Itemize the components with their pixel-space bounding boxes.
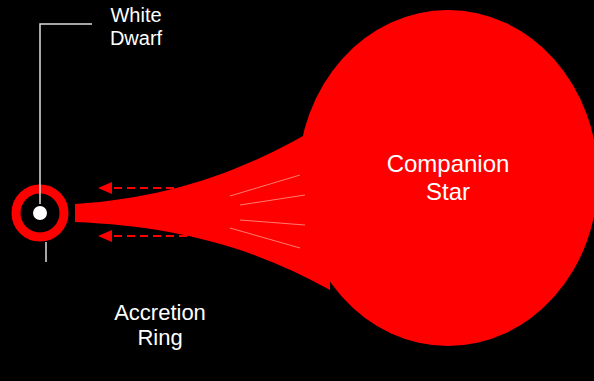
- stream-streaks: [230, 175, 305, 248]
- mass-stream: [75, 120, 330, 290]
- label-text: Companion Star: [373, 150, 523, 205]
- arrowhead: [98, 182, 112, 194]
- star-node: Companion Star: [298, 10, 594, 346]
- arrowhead: [98, 230, 112, 242]
- ring-gap: [28, 201, 52, 225]
- white-dwarf: [33, 206, 47, 220]
- companion-star-body: [298, 10, 594, 346]
- flow-arrows: [110, 188, 200, 236]
- callout-label: Accretion Ring: [100, 300, 220, 351]
- leader-line: [45, 242, 47, 262]
- leader-line: [40, 24, 92, 204]
- callout-label: White Dwarf: [96, 4, 176, 50]
